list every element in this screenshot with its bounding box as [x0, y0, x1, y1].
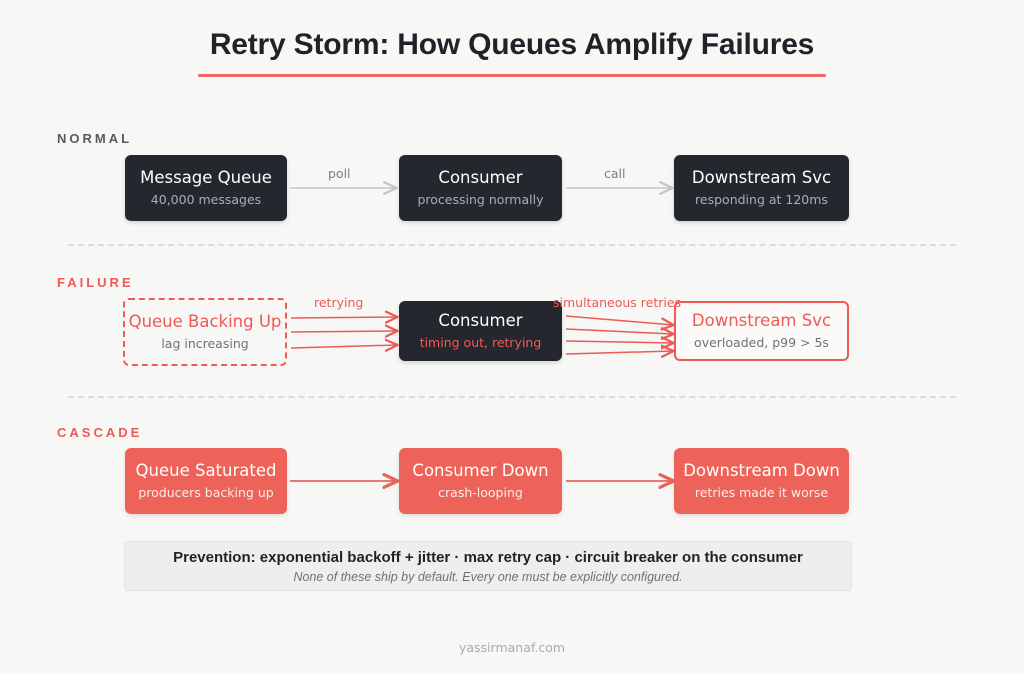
- node-title: Downstream Svc: [691, 311, 832, 330]
- node-subtitle: overloaded, p99 > 5s: [694, 335, 829, 350]
- section-label-cascade: CASCADE: [57, 425, 143, 440]
- node-cascade-consumer-down[interactable]: Consumer Down crash-looping: [399, 448, 562, 514]
- prevention-headline: Prevention: exponential backoff + jitter…: [173, 548, 803, 566]
- page-title-text: Retry Storm: How Queues Amplify Failures: [209, 28, 815, 61]
- page-title: Retry Storm: How Queues Amplify Failures: [0, 28, 1024, 77]
- node-subtitle: lag increasing: [161, 336, 249, 351]
- node-failure-consumer[interactable]: Consumer timing out, retrying: [399, 301, 562, 361]
- edge-label-call: call: [604, 166, 626, 181]
- node-title: Queue Saturated: [135, 461, 277, 480]
- node-title: Message Queue: [140, 168, 272, 187]
- node-subtitle: responding at 120ms: [695, 192, 828, 207]
- arrow-failure-retry-2: [290, 331, 397, 332]
- arrow-failure-simul-2: [565, 329, 673, 334]
- node-cascade-downstream-down[interactable]: Downstream Down retries made it worse: [674, 448, 849, 514]
- node-failure-downstream-svc[interactable]: Downstream Svc overloaded, p99 > 5s: [674, 301, 849, 361]
- node-title: Queue Backing Up: [128, 312, 282, 331]
- node-subtitle: timing out, retrying: [419, 335, 542, 350]
- footer-attribution: yassirmanaf.com: [458, 640, 566, 655]
- node-cascade-queue-saturated[interactable]: Queue Saturated producers backing up: [125, 448, 287, 514]
- section-label-normal: NORMAL: [57, 131, 133, 146]
- arrow-failure-simul-4: [565, 351, 673, 354]
- edge-label-retrying: retrying: [314, 295, 364, 310]
- title-underline-rule: [198, 74, 826, 77]
- section-divider-1: [68, 244, 956, 246]
- edge-label-simultaneous-retries: simultaneous retries: [553, 295, 682, 310]
- arrow-failure-simul-3: [565, 341, 673, 343]
- node-subtitle: processing normally: [417, 192, 544, 207]
- node-normal-consumer[interactable]: Consumer processing normally: [399, 155, 562, 221]
- section-label-failure: FAILURE: [57, 275, 134, 290]
- prevention-banner: Prevention: exponential backoff + jitter…: [124, 541, 852, 591]
- node-subtitle: retries made it worse: [694, 485, 829, 500]
- node-title: Consumer: [438, 311, 523, 330]
- prevention-note: None of these ship by default. Every one…: [293, 569, 683, 584]
- node-normal-downstream-svc[interactable]: Downstream Svc responding at 120ms: [674, 155, 849, 221]
- node-subtitle: crash-looping: [438, 485, 523, 500]
- arrow-failure-retry-1: [290, 317, 397, 318]
- node-subtitle: producers backing up: [138, 485, 274, 500]
- arrow-failure-simul-1: [565, 315, 673, 325]
- node-title: Consumer: [438, 168, 523, 187]
- node-title: Consumer Down: [412, 461, 549, 480]
- node-subtitle: 40,000 messages: [150, 192, 262, 207]
- node-title: Downstream Svc: [691, 168, 832, 187]
- node-normal-message-queue[interactable]: Message Queue 40,000 messages: [125, 155, 287, 221]
- node-title: Downstream Down: [683, 461, 840, 480]
- edge-label-poll: poll: [328, 166, 351, 181]
- arrow-failure-retry-3: [290, 345, 397, 348]
- node-failure-queue-backing-up[interactable]: Queue Backing Up lag increasing: [123, 298, 287, 366]
- section-divider-2: [68, 396, 956, 398]
